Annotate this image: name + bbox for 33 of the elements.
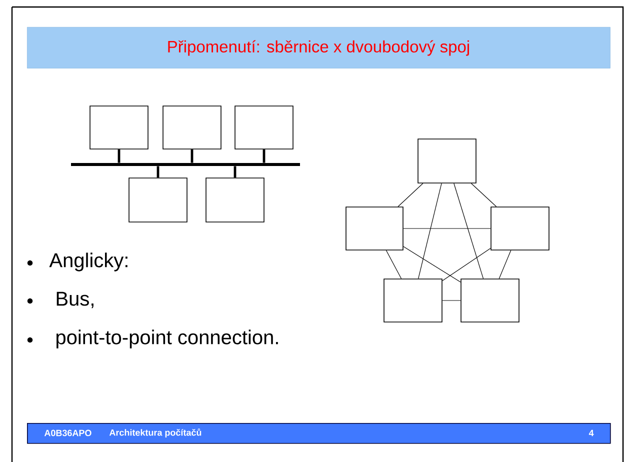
device-box bbox=[206, 178, 264, 222]
device-box bbox=[90, 106, 148, 150]
bus-connection bbox=[118, 149, 120, 163]
connection-line bbox=[498, 250, 512, 279]
connection-line bbox=[442, 300, 461, 301]
bullet-text: Anglicky: bbox=[49, 252, 128, 272]
bus-connection bbox=[262, 149, 266, 163]
page-number: 4 bbox=[588, 430, 594, 436]
device-box bbox=[346, 206, 404, 250]
connection-line bbox=[418, 183, 442, 279]
device-box bbox=[460, 278, 520, 322]
connection-line bbox=[403, 246, 461, 282]
bullet-text: Bus, bbox=[56, 292, 94, 308]
connection-line bbox=[386, 250, 402, 279]
bus-connection bbox=[234, 166, 236, 178]
bus-connection bbox=[156, 166, 160, 178]
device-box bbox=[490, 206, 550, 250]
device-box bbox=[384, 278, 442, 322]
bus-connection bbox=[190, 149, 194, 163]
connection-line bbox=[454, 183, 484, 279]
device-box bbox=[418, 138, 476, 184]
connection-line bbox=[403, 228, 491, 229]
connection-line bbox=[398, 183, 424, 207]
slide-title: Připomenutí: sběrnice x dvoubodový spoj bbox=[168, 40, 469, 56]
bus-line bbox=[71, 163, 300, 166]
device-box bbox=[162, 106, 222, 150]
device-box bbox=[128, 178, 188, 222]
connection-line bbox=[442, 248, 491, 282]
course-name: Architektura počítačů bbox=[109, 428, 202, 438]
connection-line bbox=[470, 183, 497, 207]
course-code: A0B36APO bbox=[44, 430, 92, 436]
bullet-text: point-to-point connection. bbox=[56, 330, 278, 348]
device-box bbox=[234, 106, 294, 150]
